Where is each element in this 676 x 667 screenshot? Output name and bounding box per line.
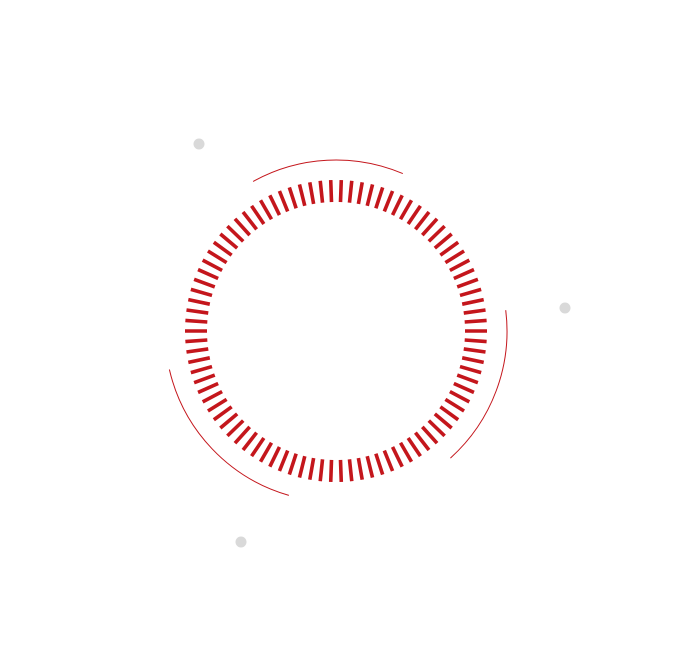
tick-mark bbox=[420, 425, 439, 445]
tick-mark bbox=[449, 258, 471, 273]
tick-mark bbox=[456, 277, 479, 289]
outer-arcs bbox=[168, 159, 508, 496]
tick-mark bbox=[193, 373, 216, 385]
tick-mark bbox=[427, 419, 446, 438]
tick-mark bbox=[250, 436, 266, 458]
tick-mark bbox=[463, 308, 486, 315]
tick-mark bbox=[190, 287, 213, 298]
satellite-dot bbox=[235, 536, 247, 548]
tick-mark bbox=[258, 441, 274, 463]
tick-mark bbox=[456, 373, 479, 385]
tick-mark bbox=[414, 210, 431, 231]
tick-mark bbox=[258, 199, 274, 221]
tick-mark bbox=[185, 318, 208, 324]
tick-mark bbox=[398, 441, 414, 463]
tick-mark bbox=[420, 217, 439, 237]
tick-mark bbox=[444, 249, 466, 265]
tick-mark bbox=[201, 389, 223, 404]
tick-mark bbox=[219, 232, 239, 250]
outer-arc bbox=[252, 159, 404, 182]
tick-mark bbox=[197, 267, 219, 281]
tick-mark bbox=[226, 224, 245, 243]
tick-mark bbox=[190, 364, 213, 375]
tick-mark bbox=[268, 194, 282, 216]
satellite-dots bbox=[193, 138, 571, 548]
tick-mark bbox=[444, 397, 466, 413]
tick-mark bbox=[186, 347, 209, 354]
tick-mark bbox=[453, 381, 475, 395]
tick-mark bbox=[374, 453, 385, 476]
tick-mark bbox=[328, 459, 334, 482]
tick-mark bbox=[328, 180, 334, 203]
tick-mark bbox=[287, 186, 298, 209]
tick-mark bbox=[297, 184, 307, 207]
tick-mark bbox=[382, 190, 395, 213]
tick-mark bbox=[187, 356, 211, 365]
satellite-dot bbox=[193, 138, 205, 150]
tick-mark bbox=[308, 457, 316, 481]
tick-mark bbox=[201, 258, 223, 273]
tick-mark bbox=[439, 240, 460, 257]
tick-mark bbox=[308, 181, 316, 205]
tick-mark bbox=[186, 308, 209, 315]
outer-arc bbox=[168, 369, 290, 496]
tick-mark bbox=[406, 204, 422, 226]
tick-mark bbox=[318, 459, 325, 482]
tick-mark bbox=[433, 232, 453, 250]
tick-mark bbox=[459, 364, 482, 375]
tick-mark bbox=[463, 347, 486, 354]
tick-mark bbox=[414, 431, 431, 452]
tick-mark bbox=[338, 180, 344, 203]
tick-mark bbox=[365, 184, 375, 207]
outer-arc bbox=[450, 310, 508, 459]
tick-mark bbox=[390, 446, 404, 468]
tick-ring bbox=[185, 180, 487, 482]
tick-mark bbox=[427, 224, 446, 243]
tick-mark bbox=[464, 318, 487, 324]
tick-mark bbox=[461, 356, 485, 365]
tick-mark bbox=[187, 297, 211, 306]
tick-mark bbox=[287, 453, 298, 476]
tick-mark bbox=[374, 186, 385, 209]
tick-mark bbox=[406, 436, 422, 458]
tick-mark bbox=[197, 381, 219, 395]
tick-mark bbox=[356, 181, 364, 205]
tick-mark bbox=[241, 210, 258, 231]
tick-mark bbox=[365, 455, 375, 478]
tick-mark bbox=[206, 249, 228, 265]
tick-mark bbox=[268, 446, 282, 468]
tick-mark bbox=[347, 180, 354, 203]
tick-mark bbox=[241, 431, 258, 452]
tick-mark bbox=[212, 405, 233, 422]
tick-mark bbox=[439, 405, 460, 422]
tick-mark bbox=[250, 204, 266, 226]
tick-mark bbox=[206, 397, 228, 413]
tick-mark bbox=[233, 217, 252, 237]
satellite-dot bbox=[559, 302, 571, 314]
tick-mark bbox=[297, 455, 307, 478]
tick-mark bbox=[433, 412, 453, 430]
tick-mark bbox=[277, 449, 290, 472]
tick-mark bbox=[212, 240, 233, 257]
tick-mark bbox=[347, 459, 354, 482]
tick-mark bbox=[226, 419, 245, 438]
tick-mark bbox=[318, 180, 325, 203]
tick-mark bbox=[338, 459, 344, 482]
tick-mark bbox=[233, 425, 252, 445]
tick-mark bbox=[390, 194, 404, 216]
tick-mark bbox=[277, 190, 290, 213]
tick-mark bbox=[461, 297, 485, 306]
tick-mark bbox=[356, 457, 364, 481]
tick-mark bbox=[219, 412, 239, 430]
tick-mark bbox=[453, 267, 475, 281]
tick-mark bbox=[459, 287, 482, 298]
tick-mark bbox=[449, 389, 471, 404]
tick-mark bbox=[185, 338, 208, 344]
tick-mark bbox=[398, 199, 414, 221]
tick-mark bbox=[382, 449, 395, 472]
tick-mark bbox=[464, 338, 487, 344]
tick-mark bbox=[193, 277, 216, 289]
